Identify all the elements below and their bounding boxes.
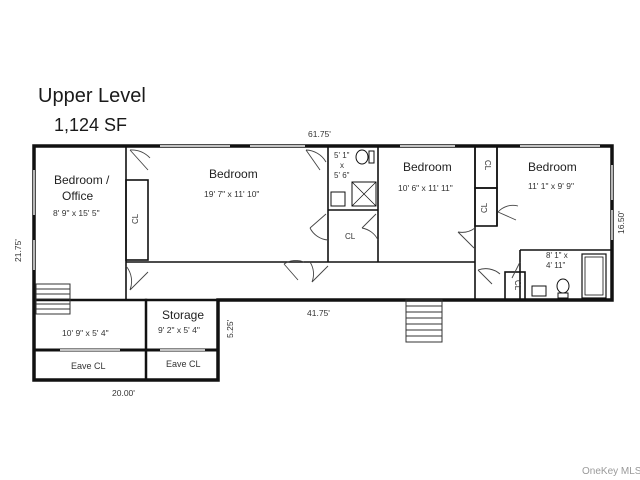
shower-1 (351, 181, 377, 207)
outer-wall (32, 144, 614, 382)
closet-label-bedroom-1: CL (131, 213, 140, 224)
door-swing (457, 227, 476, 249)
room-bedroom-2-label: Bedroom (403, 160, 452, 174)
stairs-exterior (405, 299, 443, 343)
dim-right-height: 16.50' (616, 211, 626, 234)
door-swing (361, 213, 379, 241)
door-swing (511, 261, 521, 279)
room-office-label-1: Bedroom / (54, 173, 110, 187)
door-swing (477, 268, 501, 285)
room-office-size: 8' 9" x 15' 5" (53, 208, 100, 218)
closet-label-bedroom-3-top: CL (483, 160, 492, 171)
plan-area: 1,124 SF (54, 115, 128, 135)
sink-2 (531, 285, 547, 297)
room-storage-size: 9' 2" x 5' 4" (158, 325, 200, 335)
closet-bedroom-1 (125, 179, 149, 261)
bathtub (581, 253, 607, 299)
door-swing (309, 213, 329, 241)
door-swing (283, 260, 305, 281)
dim-mid-width: 41.75' (307, 308, 330, 318)
door-swing (305, 149, 327, 171)
dim-step-height: 5.25' (225, 319, 235, 338)
room-bath-1-h: 5' 6" (334, 171, 350, 180)
room-bedroom-3-size: 11' 1" x 9' 9" (528, 181, 574, 191)
dim-top-width: 61.75' (308, 129, 331, 139)
room-bath-1-w: 5' 1" (334, 151, 350, 160)
toilet-1 (355, 149, 369, 165)
dim-left-height: 21.75' (13, 239, 23, 262)
eave-closet-right: Eave CL (166, 359, 201, 369)
closet-label-bedroom-3-mid: CL (480, 202, 489, 213)
room-landing-size: 10' 9" x 5' 4" (62, 328, 109, 338)
closet-label-bath-2: CL (513, 280, 522, 291)
room-bedroom-1-label: Bedroom (209, 167, 258, 181)
room-storage-label: Storage (162, 308, 205, 322)
room-bath-1-x: x (340, 161, 344, 170)
stairs-interior (35, 283, 71, 315)
door-swing (129, 149, 151, 171)
door-swing (497, 204, 519, 221)
room-bedroom-1-size: 19' 7" x 11' 10" (204, 189, 260, 199)
door-swing (125, 265, 149, 291)
room-bath-2-h: 4' 11" (546, 261, 566, 270)
door-swing (309, 261, 329, 283)
dim-bottom-width: 20.00' (112, 388, 135, 398)
closet-label-bath-hall: CL (345, 232, 356, 241)
room-bath-2-w: 8' 1" x (546, 251, 568, 260)
room-bedroom-3-label: Bedroom (528, 160, 577, 174)
watermark: OneKey MLS (582, 466, 640, 477)
sink-1 (330, 191, 346, 207)
plan-title: Upper Level (38, 85, 146, 107)
room-bedroom-2-size: 10' 6" x 11' 11" (398, 183, 453, 193)
toilet-2 (556, 278, 570, 294)
room-office-label-2: Office (62, 189, 94, 203)
eave-closet-left: Eave CL (71, 361, 106, 371)
